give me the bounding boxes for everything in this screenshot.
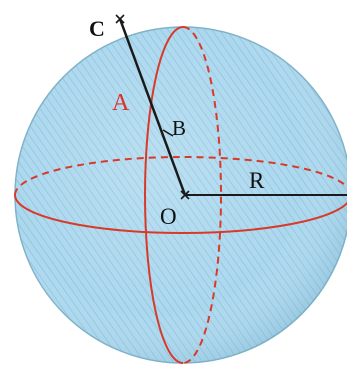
center-marker xyxy=(180,190,190,200)
equator-back-arc xyxy=(14,156,347,196)
label-r: R xyxy=(249,168,265,193)
point-c-marker xyxy=(115,14,125,24)
point-b-marker xyxy=(162,129,174,137)
label-c: C xyxy=(89,16,105,41)
sphere-shading xyxy=(15,27,347,363)
label-a: A xyxy=(112,90,130,116)
label-b: B xyxy=(172,116,186,140)
label-o: O xyxy=(160,204,177,229)
meridian-front-arc xyxy=(144,26,184,364)
segment-co xyxy=(118,18,187,196)
meridian-back-arc xyxy=(182,26,222,364)
equator-front-arc xyxy=(14,194,347,234)
